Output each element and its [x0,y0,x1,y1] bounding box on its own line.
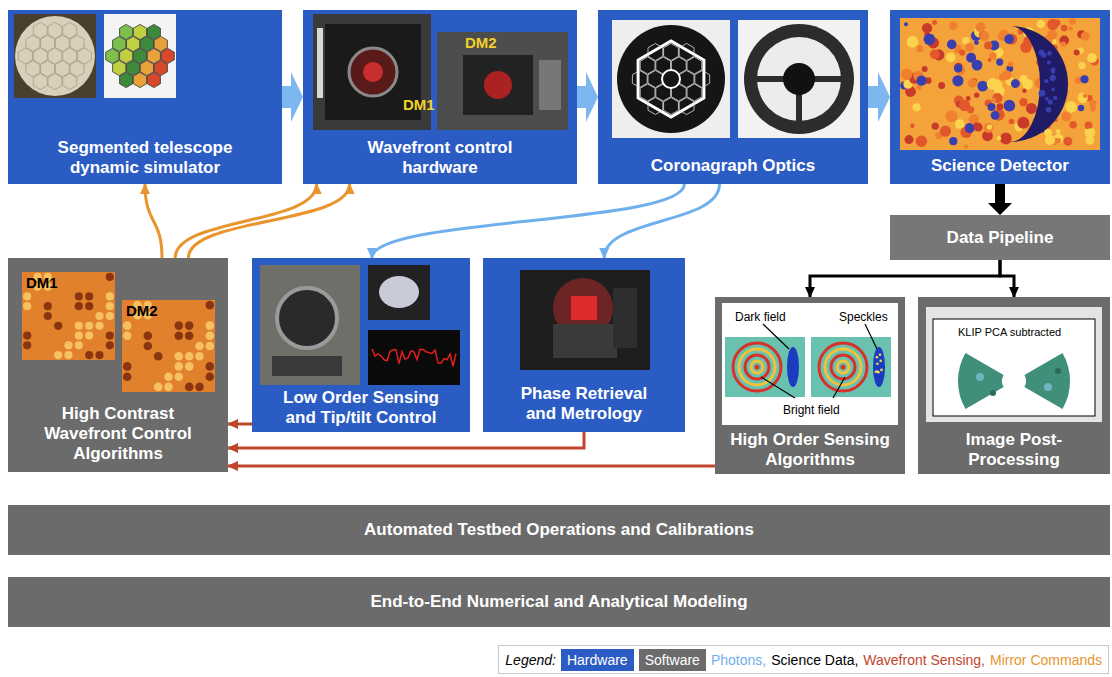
legend-swatch: Hardware [561,649,634,671]
box-label: End-to-End Numerical and Analytical Mode… [370,592,747,612]
callout-label: DM2 [126,302,158,319]
connector-arrow [1000,260,1014,297]
callout-label: Bright field [783,403,840,417]
callout-label: DM1 [403,96,435,113]
callout-label: Speckles [839,310,888,324]
text-holder: Image Post-Processing [918,430,1110,470]
connector-arrow [145,184,162,258]
software-band: End-to-End Numerical and Analytical Mode… [8,577,1110,627]
text-holder: Science Detector [890,156,1110,176]
connector-arrow [228,423,252,426]
callout-label: KLIP PCA subtracted [958,326,1061,338]
connector-arrow [175,184,317,258]
connector-arrow [372,184,685,258]
connector-arrow [810,260,1000,297]
box-label: Data Pipeline [947,228,1054,248]
box-label: Science Detector [931,156,1069,176]
callout-label: Legend: [505,652,556,668]
label-holder: Dark field [735,307,786,325]
legend-text: Photons, [711,652,766,668]
illustration [303,10,577,184]
legend-text: Mirror Commands [990,652,1102,668]
legend-swatch: Science Data, [771,652,858,668]
text-holder: Data Pipeline [890,215,1110,260]
connector-arrow [188,184,349,258]
connector-arrow [604,184,719,258]
box-label: Automated Testbed Operations and Calibra… [364,520,754,540]
text-holder: High Contrast Wavefront Control Algorith… [8,404,228,464]
connector-arrow [228,432,584,448]
text-holder: Automated Testbed Operations and Calibra… [8,505,1110,555]
software-band: Automated Testbed Operations and Calibra… [8,505,1110,555]
callout-label: DM2 [465,34,497,51]
label-holder: DM1 [403,96,435,114]
connector-arrow [577,72,598,122]
hardware-box: Wavefront control hardware DM1 DM2 [303,10,577,184]
hardware-box: Coronagraph Optics [598,10,868,184]
legend-text: Science Data, [771,652,858,668]
label-holder: DM2 [465,34,497,52]
legend-text: Hardware [567,652,628,668]
callout-label: DM1 [26,274,58,291]
box-label: Segmented telescope dynamic simulator [45,138,245,178]
software-box: High Contrast Wavefront Control Algorith… [8,258,228,472]
text-holder: Phase Retrieval and Metrology [483,384,685,424]
text-holder: Wavefront control hardware [303,138,577,178]
legend-swatch: Software [639,649,706,671]
box-label: Image Post-Processing [939,430,1089,470]
text-holder: Segmented telescope dynamic simulator [8,138,282,178]
text-holder: Coronagraph Optics [598,156,868,176]
connector-arrow [868,72,890,122]
hardware-box: Segmented telescope dynamic simulator [8,10,282,184]
connector-arrow [228,465,715,468]
legend-swatch: Mirror Commands [990,652,1102,668]
software-box: High Order Sensing Algorithms Dark field S… [715,297,905,474]
software-box: Data Pipeline [890,215,1110,260]
text-holder: Low Order Sensing and Tip/tilt Control [252,388,470,428]
label-holder: Bright field [783,400,840,418]
legend-text: Wavefront Sensing, [863,652,985,668]
label-holder: KLIP PCA subtracted [958,322,1061,340]
box-label: Phase Retrieval and Metrology [509,384,659,424]
callout-label: Dark field [735,310,786,324]
label-holder: DM2 [126,302,158,320]
label-holder: DM1 [26,274,58,292]
illustration [8,10,282,184]
hardware-box: Phase Retrieval and Metrology [483,258,685,432]
box-label: High Order Sensing Algorithms [720,430,900,470]
text-holder: High Order Sensing Algorithms [715,430,905,470]
box-label: Wavefront control hardware [345,138,535,178]
box-label: Low Order Sensing and Tip/tilt Control [271,388,451,428]
hardware-box: Low Order Sensing and Tip/tilt Control [252,258,470,432]
connector-arrow [282,72,303,122]
box-label: Coronagraph Optics [651,156,815,176]
text-holder: End-to-End Numerical and Analytical Mode… [8,577,1110,627]
box-label: High Contrast Wavefront Control Algorith… [28,404,208,464]
hardware-box: Science Detector [890,10,1110,184]
legend-swatch: Photons, [711,652,766,668]
legend-box: Legend: Hardware Software Photons, Science D… [498,645,1109,674]
connector-arrow [988,184,1012,215]
legend-swatch: Wavefront Sensing, [863,652,985,668]
label-holder: Speckles [839,307,888,325]
legend-text: Software [645,652,700,668]
software-box: Image Post-Processing KLIP PCA subtracted [918,297,1110,474]
